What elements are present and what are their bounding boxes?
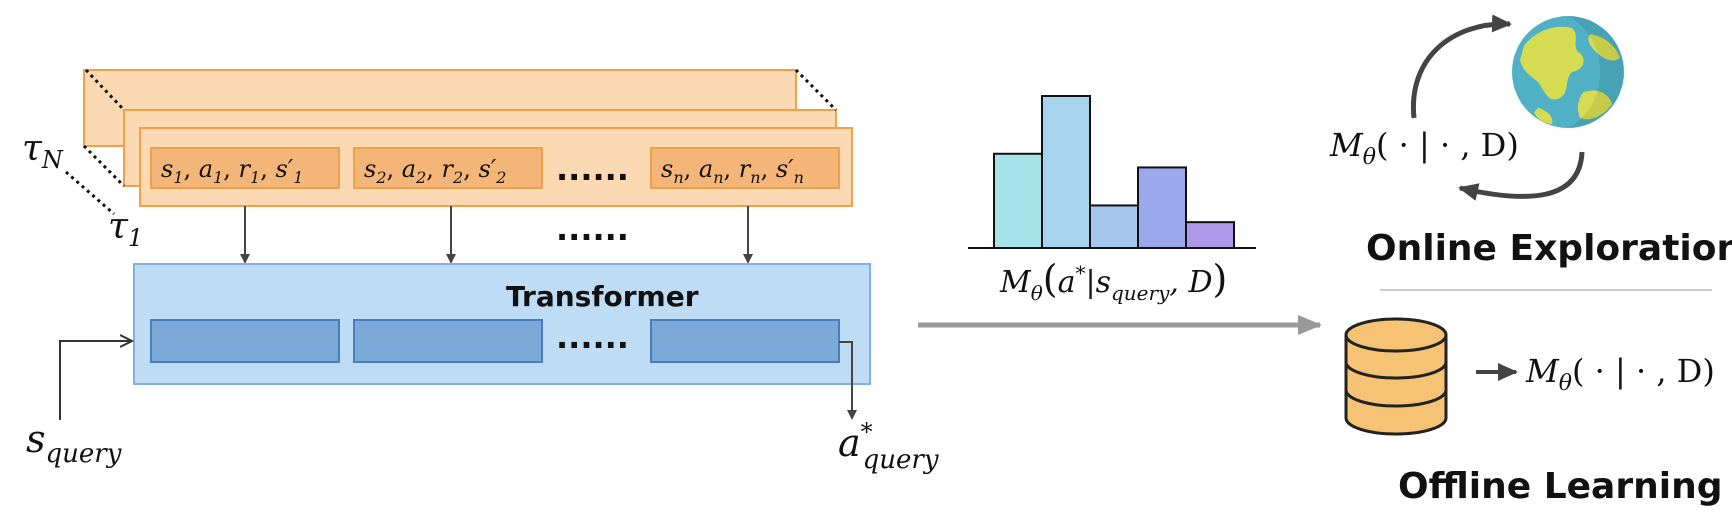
offline-model-label: Mθ( · | · , D): [1525, 352, 1715, 396]
token-label-1: s1, a1, r1, s′1: [161, 155, 303, 187]
histogram-label: Mθ(a*|squery, D): [999, 257, 1227, 305]
tau-1-label: τ1: [108, 206, 143, 252]
globe-icon: [1512, 16, 1624, 128]
transformer-token-block-2: [353, 319, 543, 363]
left-paren: (: [1043, 257, 1058, 301]
stack-dotted-edge-left-mid: [82, 144, 126, 188]
database-icon: [1344, 317, 1448, 436]
s-query-label: squery: [26, 417, 122, 469]
curved-arrow-top: [1410, 14, 1512, 119]
histogram-bar-4: [1137, 166, 1187, 249]
query-input-arrow: [59, 341, 132, 420]
transformer-block: Transformer ......: [133, 263, 871, 385]
online-model-label: Mθ( · | · , D): [1329, 126, 1519, 170]
output-arrow: [839, 341, 857, 420]
transformer-token-block-1: [150, 319, 340, 363]
right-paren: ): [1213, 257, 1228, 301]
transformer-token-block-3: [650, 319, 840, 363]
trajectory-ellipsis: ......: [556, 150, 629, 188]
transformer-title: Transformer: [506, 280, 699, 313]
transformer-ellipsis: ......: [556, 318, 629, 356]
token-label-3: sn, an, rn, s′n: [661, 155, 804, 187]
histogram-bar-3: [1089, 204, 1139, 250]
histogram-bar-2: [1041, 95, 1091, 249]
online-exploration-panel: Mθ( · | · , D) Online Exploration: [1329, 14, 1732, 269]
token-box-2: [353, 147, 543, 189]
action-distribution-histogram: [968, 95, 1256, 250]
token-label-2: s2, a2, r2, s′2: [364, 155, 506, 187]
stack-dotted-edge-tau: [65, 170, 115, 216]
token-box-1: [150, 147, 340, 189]
tau-n-label: τN: [22, 128, 64, 174]
histogram-bar-1: [993, 152, 1043, 249]
between-ellipsis: ......: [556, 210, 629, 248]
histogram-bar-5: [1185, 221, 1235, 250]
stack-dotted-edge-right-top: [794, 68, 838, 112]
token-group: s1, a1, r1, s′1 s2, a2, r2, s′2 sn, an, rn…: [150, 147, 840, 189]
token-box-3: [650, 147, 840, 189]
offline-learning-title: Offline Learning: [1398, 466, 1722, 507]
online-exploration-title: Online Exploration: [1366, 228, 1732, 269]
curved-arrow-bottom: [1458, 151, 1585, 201]
offline-learning-panel: Mθ( · | · , D) Offline Learning: [1344, 317, 1722, 507]
a-query-label: a*query: [838, 418, 939, 475]
stack-dotted-edge-left-top: [84, 68, 126, 112]
trajectory-stack: τN τ1 s1, a1, r1, s′1 s2, a2, r2, s′2 sn, …: [22, 68, 853, 252]
